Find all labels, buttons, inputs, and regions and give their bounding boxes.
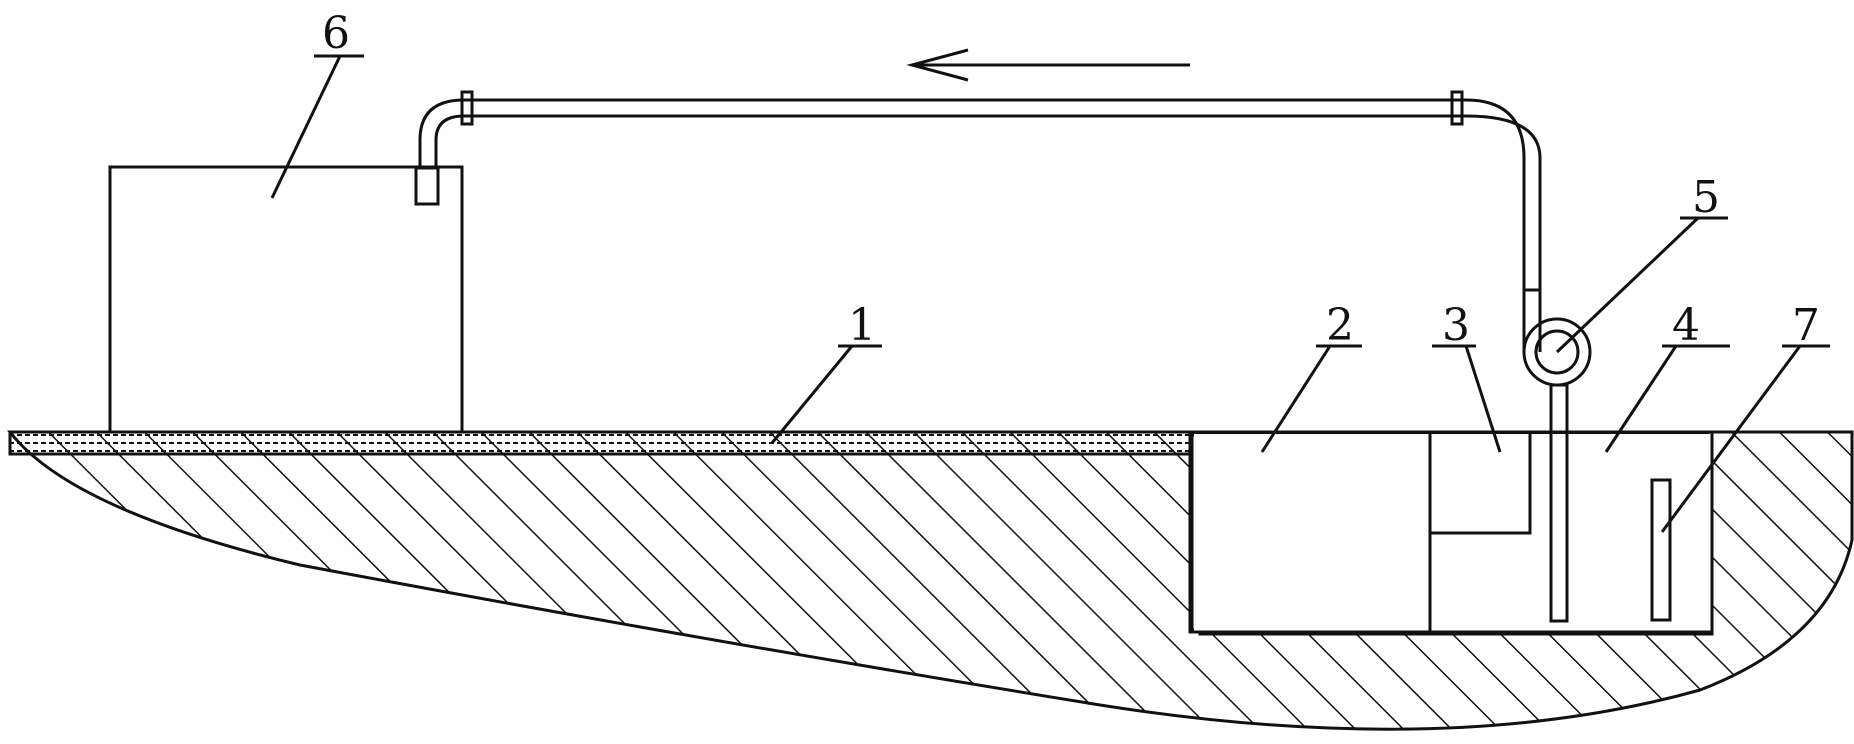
pump-inner-circle — [1534, 329, 1580, 375]
ground-surface-layer — [8, 430, 1192, 456]
label-4: 4 — [1672, 300, 1700, 351]
label-2: 2 — [1326, 300, 1354, 351]
pipe-flange-left — [460, 90, 474, 126]
label-1-leader — [770, 345, 854, 444]
label-5: 5 — [1692, 172, 1720, 223]
label-2-leader — [1260, 345, 1332, 453]
suction-pipe — [1549, 383, 1569, 623]
label-3: 3 — [1442, 300, 1470, 351]
label-6-leader — [270, 55, 342, 199]
label-5-leader — [1555, 216, 1700, 354]
label-1: 1 — [848, 300, 876, 351]
flow-arrow-head — [906, 48, 969, 82]
water-tower-6 — [108, 165, 464, 434]
label-3-leader — [1464, 345, 1502, 453]
pipe-outlet — [414, 166, 440, 206]
label-4-leader — [1604, 345, 1678, 453]
delivery-pipe-outer — [418, 98, 1526, 352]
element-7 — [1650, 478, 1672, 622]
delivery-pipe-inner — [434, 114, 1542, 352]
label-6: 6 — [322, 8, 350, 59]
pipe-flange-right — [1450, 90, 1464, 126]
label-7: 7 — [1792, 300, 1820, 351]
label-7-leader — [1660, 345, 1802, 533]
tank-3 — [1430, 432, 1532, 535]
